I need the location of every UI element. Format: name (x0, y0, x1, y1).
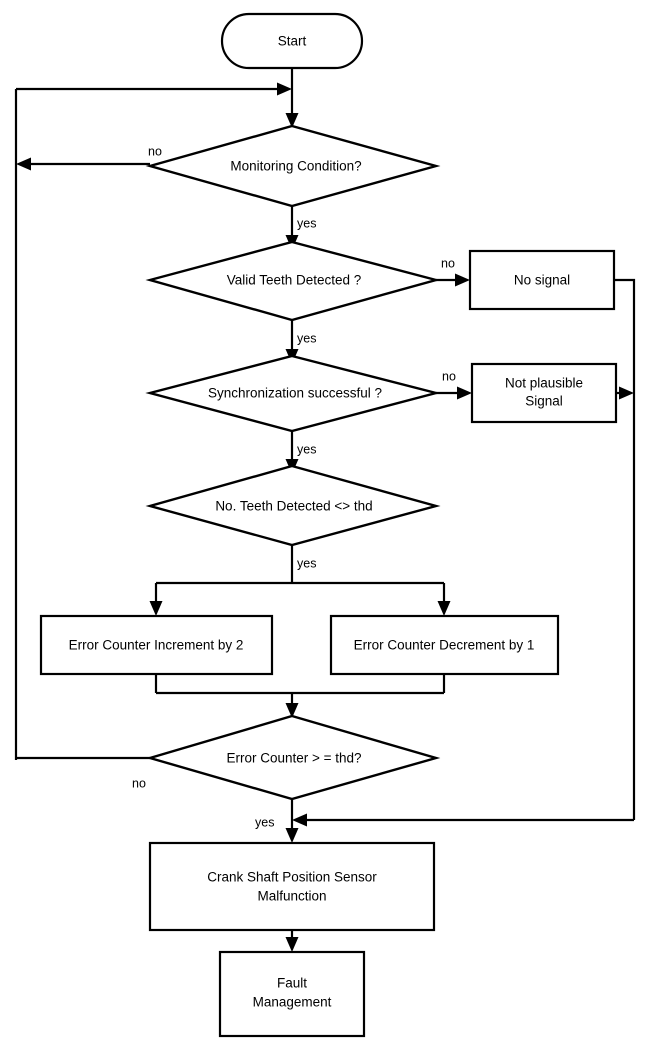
arrowhead-merge-to-counter-thd (285, 703, 299, 718)
node-no-signal[interactable] (468, 249, 616, 311)
node-counter-decrement-label: Error Counter Decrement by 1 (354, 638, 535, 653)
arrowhead-not-plausible-to-right-bus (619, 386, 634, 400)
node-valid-teeth-label: Valid Teeth Detected ? (227, 273, 362, 288)
edge-label-teeth-thd-yes: yes (297, 556, 316, 570)
node-start-label: Start (278, 34, 307, 49)
node-not-plausible-signal-label-line1: Not plausible (505, 376, 583, 391)
node-malfunction-label-line1: Crank Shaft Position Sensor (207, 870, 377, 885)
arrowhead-to-decrement (437, 601, 451, 616)
arrowhead-valid-teeth-no (455, 273, 470, 287)
arrowhead-sync-no (457, 386, 472, 400)
arrowhead-malfunction-to-fault (285, 937, 299, 952)
node-fault-management-label-line2: Management (253, 995, 332, 1010)
node-not-plausible-signal-label-line2: Signal (525, 394, 563, 409)
arrowhead-counter-thd-yes (285, 828, 299, 843)
node-teeth-thd[interactable] (145, 464, 441, 547)
node-fault-management[interactable] (218, 950, 366, 1038)
node-monitoring-condition-label: Monitoring Condition? (230, 159, 361, 174)
edge-label-valid-teeth-no: no (441, 256, 455, 270)
edge-label-sync-no: no (442, 369, 456, 383)
arrowhead-start-to-monitoring (285, 113, 299, 128)
arrowhead-monitoring-no (16, 157, 31, 171)
edge-label-counter-thd-no: no (132, 776, 146, 790)
node-sync-successful-label: Synchronization successful ? (208, 386, 382, 401)
node-teeth-thd-label: No. Teeth Detected <> thd (215, 499, 372, 514)
node-counter-decrement[interactable] (329, 614, 560, 676)
node-counter-increment[interactable] (39, 614, 274, 676)
arrowhead-loopback-join (277, 82, 292, 96)
arrowhead-right-bus-merge (292, 813, 307, 827)
node-malfunction[interactable] (148, 841, 436, 932)
edge-no-signal-to-right-bus (614, 278, 636, 820)
edge-label-monitoring-yes: yes (297, 216, 316, 230)
node-counter-thd-label: Error Counter > = thd? (226, 751, 361, 766)
node-no-signal-label: No signal (514, 273, 570, 288)
edge-label-monitoring-no: no (148, 144, 162, 158)
arrowhead-to-increment (149, 601, 163, 616)
edge-label-sync-yes: yes (297, 442, 316, 456)
node-valid-teeth[interactable] (145, 240, 441, 322)
node-malfunction-label-line2: Malfunction (257, 889, 326, 904)
node-counter-increment-label: Error Counter Increment by 2 (69, 638, 244, 653)
edge-label-counter-thd-yes: yes (255, 815, 274, 829)
edge-label-valid-teeth-yes: yes (297, 331, 316, 345)
node-monitoring-condition[interactable] (145, 124, 441, 208)
node-start[interactable] (220, 12, 364, 70)
node-sync-successful[interactable] (145, 354, 441, 433)
node-not-plausible-signal[interactable] (470, 362, 618, 424)
node-counter-thd[interactable] (145, 714, 441, 801)
node-fault-management-label-line1: Fault (277, 976, 307, 991)
